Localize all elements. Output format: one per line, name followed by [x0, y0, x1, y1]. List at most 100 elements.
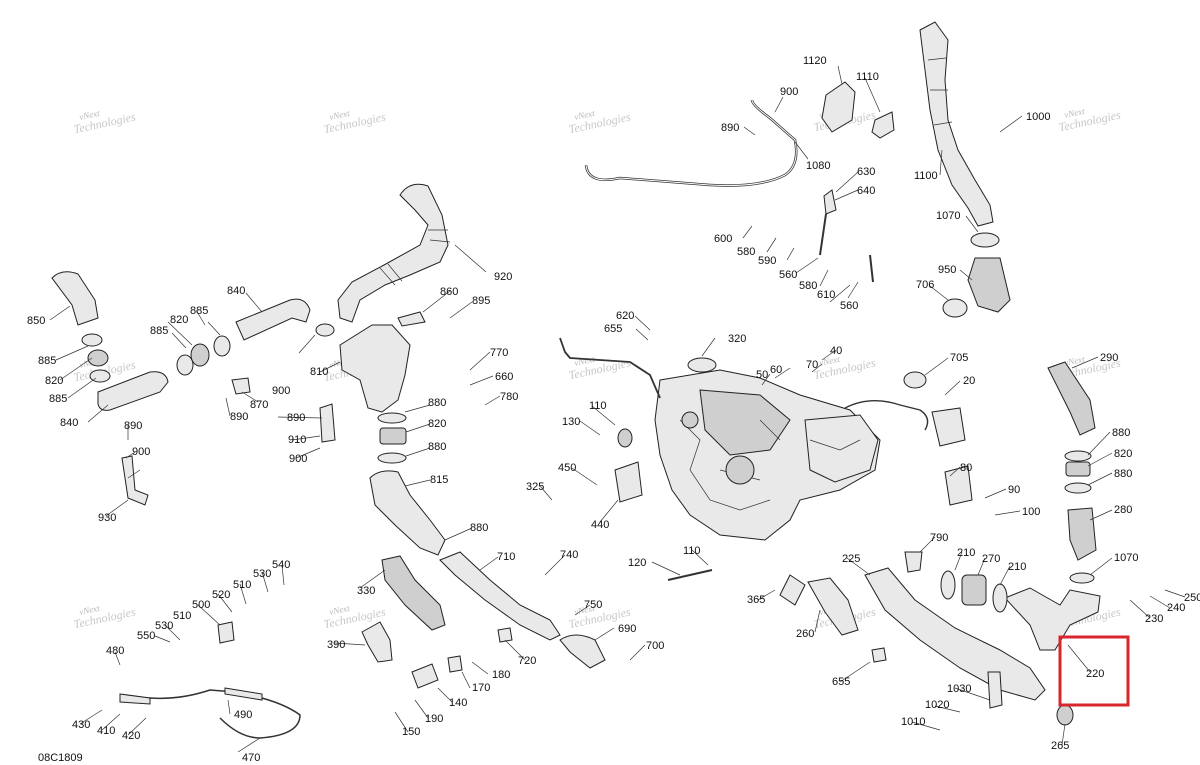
label-740[interactable]: 740 [560, 549, 578, 561]
label-815[interactable]: 815 [430, 474, 448, 486]
label-890[interactable]: 890 [721, 122, 739, 134]
label-820[interactable]: 820 [45, 375, 63, 387]
label-560[interactable]: 560 [779, 269, 797, 281]
label-600[interactable]: 600 [714, 233, 732, 245]
label-225[interactable]: 225 [842, 553, 860, 565]
label-320[interactable]: 320 [728, 333, 746, 345]
label-655[interactable]: 655 [832, 676, 850, 688]
label-1010[interactable]: 1010 [901, 716, 925, 728]
label-520[interactable]: 520 [212, 589, 230, 601]
label-290[interactable]: 290 [1100, 352, 1118, 364]
label-530[interactable]: 530 [253, 568, 271, 580]
label-70[interactable]: 70 [806, 359, 818, 371]
label-450[interactable]: 450 [558, 462, 576, 474]
label-890[interactable]: 890 [124, 420, 142, 432]
label-390[interactable]: 390 [327, 639, 345, 651]
label-470[interactable]: 470 [242, 752, 260, 764]
label-720[interactable]: 720 [518, 655, 536, 667]
label-590[interactable]: 590 [758, 255, 776, 267]
label-510[interactable]: 510 [173, 610, 191, 622]
label-230[interactable]: 230 [1145, 613, 1163, 625]
label-820[interactable]: 820 [428, 418, 446, 430]
label-750[interactable]: 750 [584, 599, 602, 611]
label-620[interactable]: 620 [616, 310, 634, 322]
label-240[interactable]: 240 [1167, 602, 1185, 614]
label-270[interactable]: 270 [982, 553, 1000, 565]
label-655[interactable]: 655 [604, 323, 622, 335]
label-810[interactable]: 810 [310, 366, 328, 378]
label-705[interactable]: 705 [950, 352, 968, 364]
label-20[interactable]: 20 [963, 375, 975, 387]
label-1110[interactable]: 1110 [856, 71, 879, 83]
label-50[interactable]: 50 [756, 369, 768, 381]
label-880[interactable]: 880 [1114, 468, 1132, 480]
label-265[interactable]: 265 [1051, 740, 1069, 752]
label-190[interactable]: 190 [425, 713, 443, 725]
label-330[interactable]: 330 [357, 585, 375, 597]
label-580[interactable]: 580 [799, 280, 817, 292]
label-610[interactable]: 610 [817, 289, 835, 301]
label-170[interactable]: 170 [472, 682, 490, 694]
label-40[interactable]: 40 [830, 345, 842, 357]
label-100[interactable]: 100 [1022, 506, 1040, 518]
label-706[interactable]: 706 [916, 279, 934, 291]
label-820[interactable]: 820 [1114, 448, 1132, 460]
label-1030[interactable]: 1030 [947, 683, 971, 695]
label-490[interactable]: 490 [234, 709, 252, 721]
label-365[interactable]: 365 [747, 594, 765, 606]
label-260[interactable]: 260 [796, 628, 814, 640]
label-210[interactable]: 210 [957, 547, 975, 559]
label-930[interactable]: 930 [98, 512, 116, 524]
label-880[interactable]: 880 [1112, 427, 1130, 439]
label-880[interactable]: 880 [428, 441, 446, 453]
label-560[interactable]: 560 [840, 300, 858, 312]
label-150[interactable]: 150 [402, 726, 420, 738]
label-895[interactable]: 895 [472, 295, 490, 307]
label-1100[interactable]: 1100 [914, 170, 938, 182]
label-840[interactable]: 840 [227, 285, 245, 297]
label-1080[interactable]: 1080 [806, 160, 830, 172]
label-890[interactable]: 890 [287, 412, 305, 424]
label-790[interactable]: 790 [930, 532, 948, 544]
label-110[interactable]: 110 [589, 400, 607, 412]
label-180[interactable]: 180 [492, 669, 510, 681]
label-1020[interactable]: 1020 [925, 699, 949, 711]
label-700[interactable]: 700 [646, 640, 664, 652]
label-530[interactable]: 530 [155, 620, 173, 632]
label-770[interactable]: 770 [490, 347, 508, 359]
label-710[interactable]: 710 [497, 551, 515, 563]
label-920[interactable]: 920 [494, 271, 512, 283]
label-1120[interactable]: 1120 [803, 55, 827, 67]
label-280[interactable]: 280 [1114, 504, 1132, 516]
label-690[interactable]: 690 [618, 623, 636, 635]
label-900[interactable]: 900 [272, 385, 290, 397]
label-120[interactable]: 120 [628, 557, 646, 569]
label-890[interactable]: 890 [230, 411, 248, 423]
label-110[interactable]: 110 [683, 545, 701, 557]
label-660[interactable]: 660 [495, 371, 513, 383]
label-950[interactable]: 950 [938, 264, 956, 276]
label-480[interactable]: 480 [106, 645, 124, 657]
label-910[interactable]: 910 [288, 434, 306, 446]
label-870[interactable]: 870 [250, 399, 268, 411]
label-880[interactable]: 880 [428, 397, 446, 409]
label-900[interactable]: 900 [780, 86, 798, 98]
label-60[interactable]: 60 [770, 364, 782, 376]
label-420[interactable]: 420 [122, 730, 140, 742]
label-580[interactable]: 580 [737, 246, 755, 258]
label-1070[interactable]: 1070 [936, 210, 960, 222]
label-440[interactable]: 440 [591, 519, 609, 531]
label-250[interactable]: 250 [1184, 592, 1200, 604]
label-410[interactable]: 410 [97, 725, 115, 737]
label-860[interactable]: 860 [440, 286, 458, 298]
label-885[interactable]: 885 [38, 355, 56, 367]
label-130[interactable]: 130 [562, 416, 580, 428]
label-325[interactable]: 325 [526, 481, 544, 493]
label-640[interactable]: 640 [857, 185, 875, 197]
label-840[interactable]: 840 [60, 417, 78, 429]
label-820[interactable]: 820 [170, 314, 188, 326]
label-1000[interactable]: 1000 [1026, 111, 1050, 123]
label-880[interactable]: 880 [470, 522, 488, 534]
label-90[interactable]: 90 [1008, 484, 1020, 496]
label-885[interactable]: 885 [190, 305, 208, 317]
